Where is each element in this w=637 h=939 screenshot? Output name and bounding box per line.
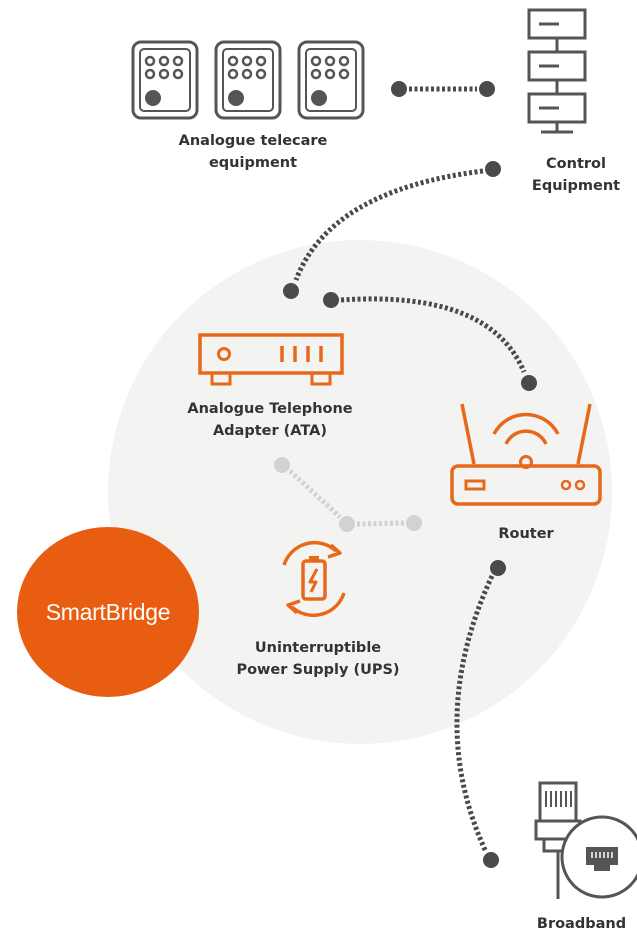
- ata-device-icon: [198, 333, 344, 386]
- ethernet-port-icon: [560, 815, 637, 899]
- smartbridge-logo: SmartBridge: [17, 527, 199, 697]
- ups-label-line2: Power Supply (UPS): [236, 662, 400, 678]
- server-rack-icon: [527, 8, 587, 134]
- ata-label: Analogue Telephone Adapter (ATA): [160, 398, 380, 442]
- ups-label: Uninterruptible Power Supply (UPS): [210, 637, 426, 681]
- control-label-line2: Equipment: [531, 178, 621, 194]
- router-icon: [450, 403, 602, 506]
- connector-router-broadband: [454, 560, 506, 868]
- ethernet-cable-icon: [534, 781, 582, 899]
- connector-control-ata: [283, 161, 501, 299]
- telecare-label: Analogue telecare equipment: [158, 130, 348, 174]
- router-label: Router: [476, 523, 576, 545]
- broadband-label-text: Broadband: [536, 916, 627, 932]
- ups-battery-icon: [282, 540, 346, 618]
- telecare-device-icon: [214, 40, 282, 120]
- telecare-device-icon: [297, 40, 365, 120]
- broadband-label: Broadband: [526, 913, 637, 935]
- control-label-line1: Control: [546, 156, 606, 172]
- connector-ata-ups: [274, 457, 422, 532]
- control-equipment-label: Control Equipment: [518, 153, 634, 197]
- connector-telecare-control: [391, 81, 495, 97]
- backdrop-circle: [108, 240, 612, 744]
- router-label-text: Router: [498, 526, 554, 542]
- telecare-label-line2: equipment: [208, 155, 298, 171]
- ups-label-line1: Uninterruptible: [254, 640, 382, 656]
- telecare-label-line1: Analogue telecare: [178, 133, 328, 149]
- brand-name: SmartBridge: [45, 598, 171, 625]
- connector-ata-router: [323, 292, 537, 391]
- ata-label-line1: Analogue Telephone: [187, 401, 353, 417]
- ata-label-line2: Adapter (ATA): [212, 423, 328, 439]
- telecare-device-icon: [131, 40, 199, 120]
